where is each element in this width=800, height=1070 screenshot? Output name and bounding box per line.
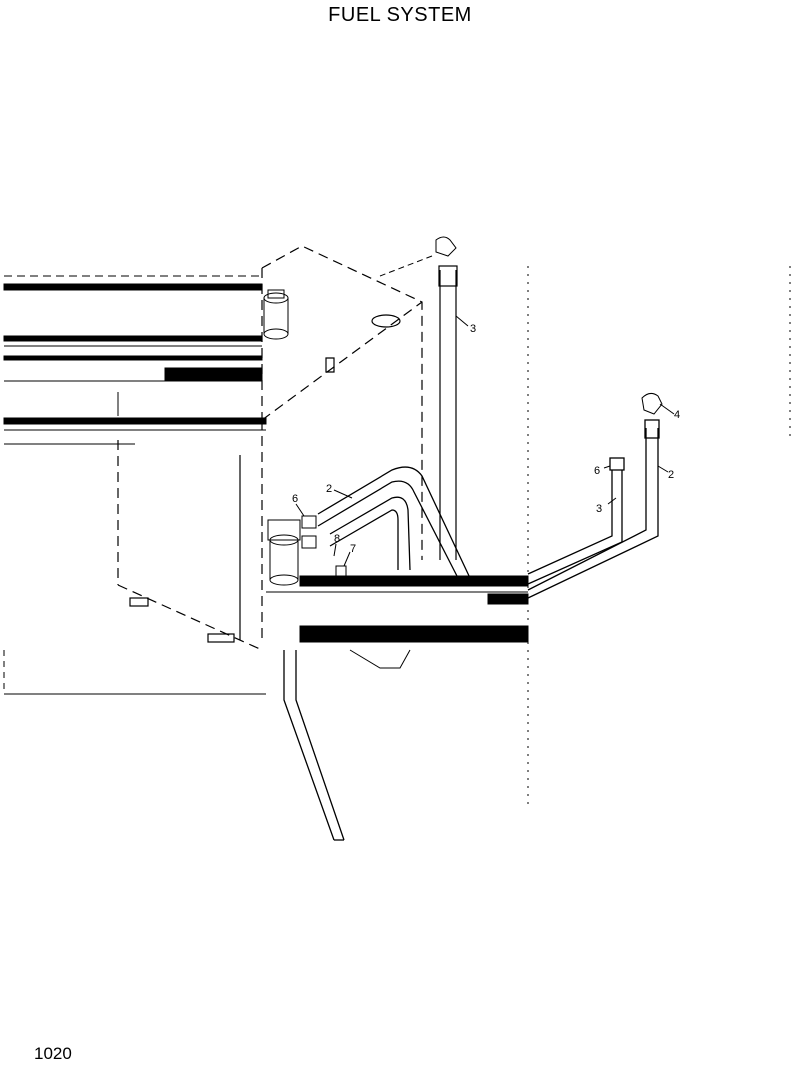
callout-2-right: 2	[668, 469, 674, 481]
hose-lower	[283, 650, 345, 841]
leader-lines	[295, 315, 675, 567]
filler-cap	[263, 289, 289, 340]
callout-3-right: 3	[596, 503, 602, 515]
elbow-fitting-top	[379, 236, 457, 277]
lower-frame	[3, 575, 529, 695]
elbow-fitting-right	[641, 392, 663, 415]
callout-2-upper: 2	[326, 483, 332, 495]
fuel-tank	[117, 245, 423, 651]
callout-4: 4	[674, 409, 680, 421]
hose-2-loop	[317, 466, 471, 579]
page-number: 1020	[34, 1044, 72, 1063]
page-title: FUEL SYSTEM	[328, 4, 472, 26]
callout-7: 7	[350, 543, 356, 555]
fuel-filter	[267, 515, 347, 587]
callout-6-right: 6	[594, 465, 600, 477]
upper-deck-panels	[3, 275, 267, 445]
edge-marks	[527, 266, 791, 810]
callout-6-left: 6	[292, 493, 298, 505]
callout-8: 8	[334, 533, 340, 545]
hose-right	[527, 419, 660, 599]
hose-3-vertical	[438, 265, 458, 560]
callout-3-upper: 3	[470, 323, 476, 335]
